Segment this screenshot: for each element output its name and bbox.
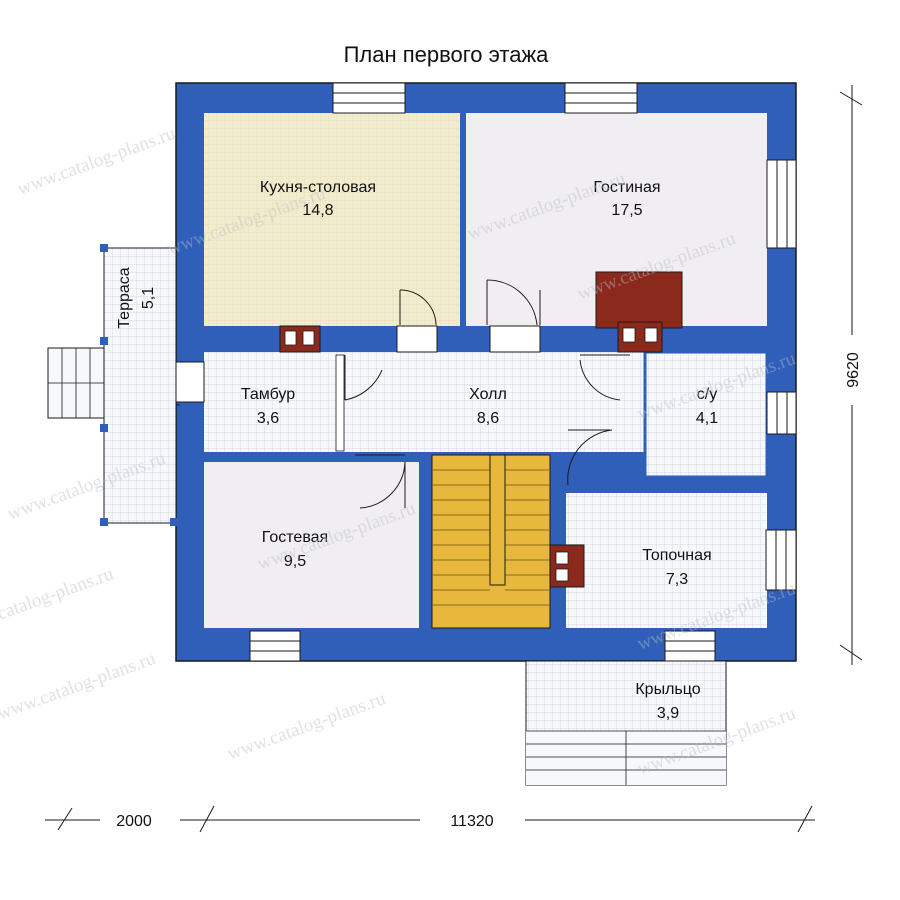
vestibule-area: 3,6 xyxy=(257,410,279,427)
bathroom-name: с/у xyxy=(697,386,717,403)
watermark-9: www.catalog-plans.ru xyxy=(0,648,159,725)
kitchen-room xyxy=(204,113,460,326)
chimney-boiler xyxy=(549,544,585,588)
guest-room xyxy=(204,462,419,628)
living-name: Гостиная xyxy=(593,179,660,196)
chimney-kitchen xyxy=(279,325,321,353)
room-labels: Кухня-столовая 14,8 Гостиная 17,5 Тамбур… xyxy=(116,179,718,722)
watermark-10: www.catalog-plans.ru xyxy=(225,688,389,765)
hall-area: 8,6 xyxy=(477,410,499,427)
vestibule-name: Тамбур xyxy=(241,386,295,403)
fireplace xyxy=(595,271,683,353)
kitchen-name: Кухня-столовая xyxy=(260,179,376,196)
guest-area: 9,5 xyxy=(284,553,306,570)
porch xyxy=(525,660,727,786)
hall-name: Холл xyxy=(469,386,507,403)
dim-terrace-width: 2000 xyxy=(116,813,152,830)
watermark-12: catalog-plans.ru xyxy=(0,563,117,625)
kitchen-area: 14,8 xyxy=(302,202,333,219)
bathroom-area: 4,1 xyxy=(696,410,718,427)
terrace-area: 5,1 xyxy=(140,287,157,309)
vestibule-room xyxy=(204,352,345,452)
dim-house-depth: 9620 xyxy=(845,352,862,388)
windows xyxy=(249,82,797,662)
boiler-name: Топочная xyxy=(642,547,711,564)
porch-name: Крыльцо xyxy=(635,681,700,698)
boiler-room xyxy=(566,493,767,628)
stairs xyxy=(431,454,551,629)
dim-house-width: 11320 xyxy=(450,813,493,830)
bathroom-room xyxy=(643,350,769,479)
dimension-lines xyxy=(45,85,863,833)
boiler-area: 7,3 xyxy=(666,571,688,588)
plan-title: План первого этажа xyxy=(344,42,550,67)
living-area: 17,5 xyxy=(611,202,642,219)
porch-area: 3,9 xyxy=(657,705,679,722)
terrace xyxy=(47,244,178,526)
guest-name: Гостевая xyxy=(262,529,328,546)
watermark-1: www.catalog-plans.ru xyxy=(15,123,179,200)
terrace-name: Терраса xyxy=(116,267,133,328)
